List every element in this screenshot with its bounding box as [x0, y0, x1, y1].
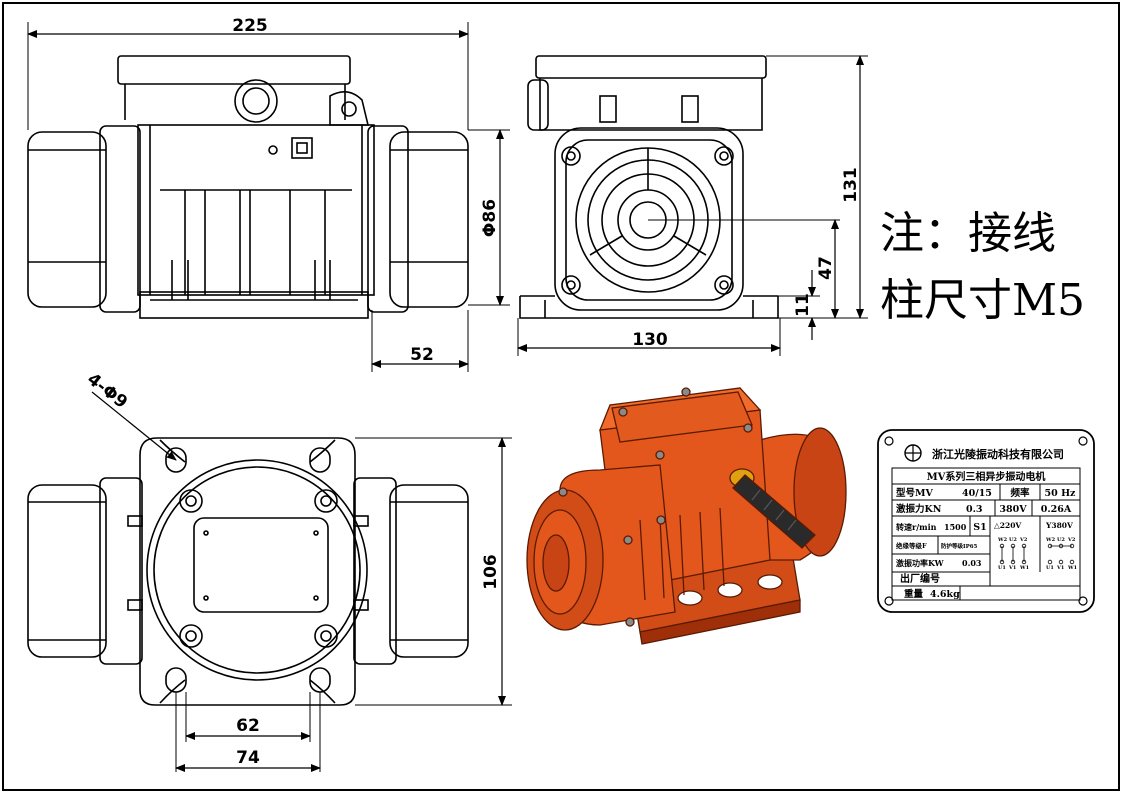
dimension-heights: 131 47 11 [648, 55, 868, 340]
dimension-diameter-label: Φ86 [480, 199, 500, 237]
dimension-holes-label: 4-Φ9 [83, 369, 131, 413]
power-label: 激振功率KW [896, 558, 945, 568]
force-value: 0.3 [966, 504, 983, 515]
star-voltage: Y380V [1045, 521, 1073, 530]
note-block: 注：接线 柱尺寸M5 [880, 208, 1085, 326]
dimension-hole-spacing-outer-label: 74 [236, 748, 260, 768]
note-line-1: 注：接线 [880, 208, 1056, 259]
model-value: 40/15 [962, 488, 992, 499]
terminal-diagram-delta: W2 U2 V2 U1 V1 W1 [997, 537, 1029, 571]
dimension-axis-height-label: 47 [816, 256, 836, 280]
dimension-holes: 4-Φ9 [83, 369, 177, 461]
star-term-top-3: V2 [1067, 537, 1076, 543]
side-elevation-view [27, 55, 469, 319]
voltage-value: 380V [999, 504, 1027, 515]
dimension-diameter: Φ86 [468, 129, 510, 306]
star-term-bottom-2: V1 [1056, 565, 1064, 571]
freq-value: 50 Hz [1045, 488, 1077, 499]
company-name: 浙江光陵振动科技有限公司 [932, 447, 1064, 461]
speed-value: 1500 [944, 522, 967, 532]
dimension-front-width-label: 130 [632, 330, 668, 350]
series-title: MV系列三相异步振动电机 [927, 470, 1046, 483]
dimension-top-width-label: 225 [232, 16, 268, 36]
nameplate: 浙江光陵振动科技有限公司 MV系列三相异步振动电机 型号MV 40/15 频率 … [877, 429, 1095, 613]
force-label: 激振力KN [896, 503, 942, 515]
star-term-top-2: U2 [1057, 537, 1065, 543]
serial-label: 出厂编号 [900, 572, 940, 585]
dimension-base-height-side: 106 [355, 437, 512, 706]
terminal-diagram-star: W2 U2 V2 U1 V1 W1 [1045, 537, 1077, 571]
motor-3d-illustration [526, 387, 847, 645]
speed-label: 转速r/min [896, 522, 937, 532]
dimension-base-height-label: 11 [793, 293, 813, 317]
weight-label: 重量 [904, 588, 924, 600]
model-label: 型号MV [896, 487, 934, 499]
dimension-top-width: 225 [27, 16, 469, 130]
front-elevation-view [519, 55, 779, 319]
duty-value: S1 [973, 522, 986, 533]
weight-value: 4.6kg [930, 589, 960, 600]
star-term-bottom-3: W1 [1067, 565, 1077, 571]
protection-class: 防护等级IP65 [941, 542, 978, 550]
dimension-overhang-label: 52 [410, 345, 434, 365]
delta-term-top-3: V2 [1019, 537, 1028, 543]
delta-term-top-1: W2 [997, 537, 1008, 543]
dimension-hole-spacing-inner-label: 62 [236, 716, 260, 736]
note-line-2: 柱尺寸M5 [880, 275, 1085, 326]
delta-term-bottom-3: W1 [1019, 565, 1029, 571]
delta-term-bottom-2: V1 [1008, 565, 1016, 571]
delta-term-top-2: U2 [1009, 537, 1017, 543]
dimension-front-width: 130 [517, 318, 781, 356]
company-logo-icon [904, 444, 922, 462]
current-value: 0.26A [1041, 504, 1072, 515]
star-term-top-1: W2 [1045, 537, 1056, 543]
freq-label: 频率 [1010, 487, 1030, 499]
delta-voltage: △220V [994, 521, 1021, 530]
star-term-bottom-1: U1 [1046, 565, 1054, 571]
delta-term-bottom-1: U1 [998, 565, 1006, 571]
dimension-base-height-side-label: 106 [481, 554, 501, 590]
insulation-class: 绝缘等级F [896, 541, 927, 550]
power-value: 0.03 [962, 558, 982, 568]
dimension-hole-spacing: 62 74 [175, 692, 321, 772]
plan-view [27, 437, 469, 706]
dimension-overhang: 52 [371, 310, 469, 372]
dimension-height-total-label: 131 [841, 167, 861, 203]
